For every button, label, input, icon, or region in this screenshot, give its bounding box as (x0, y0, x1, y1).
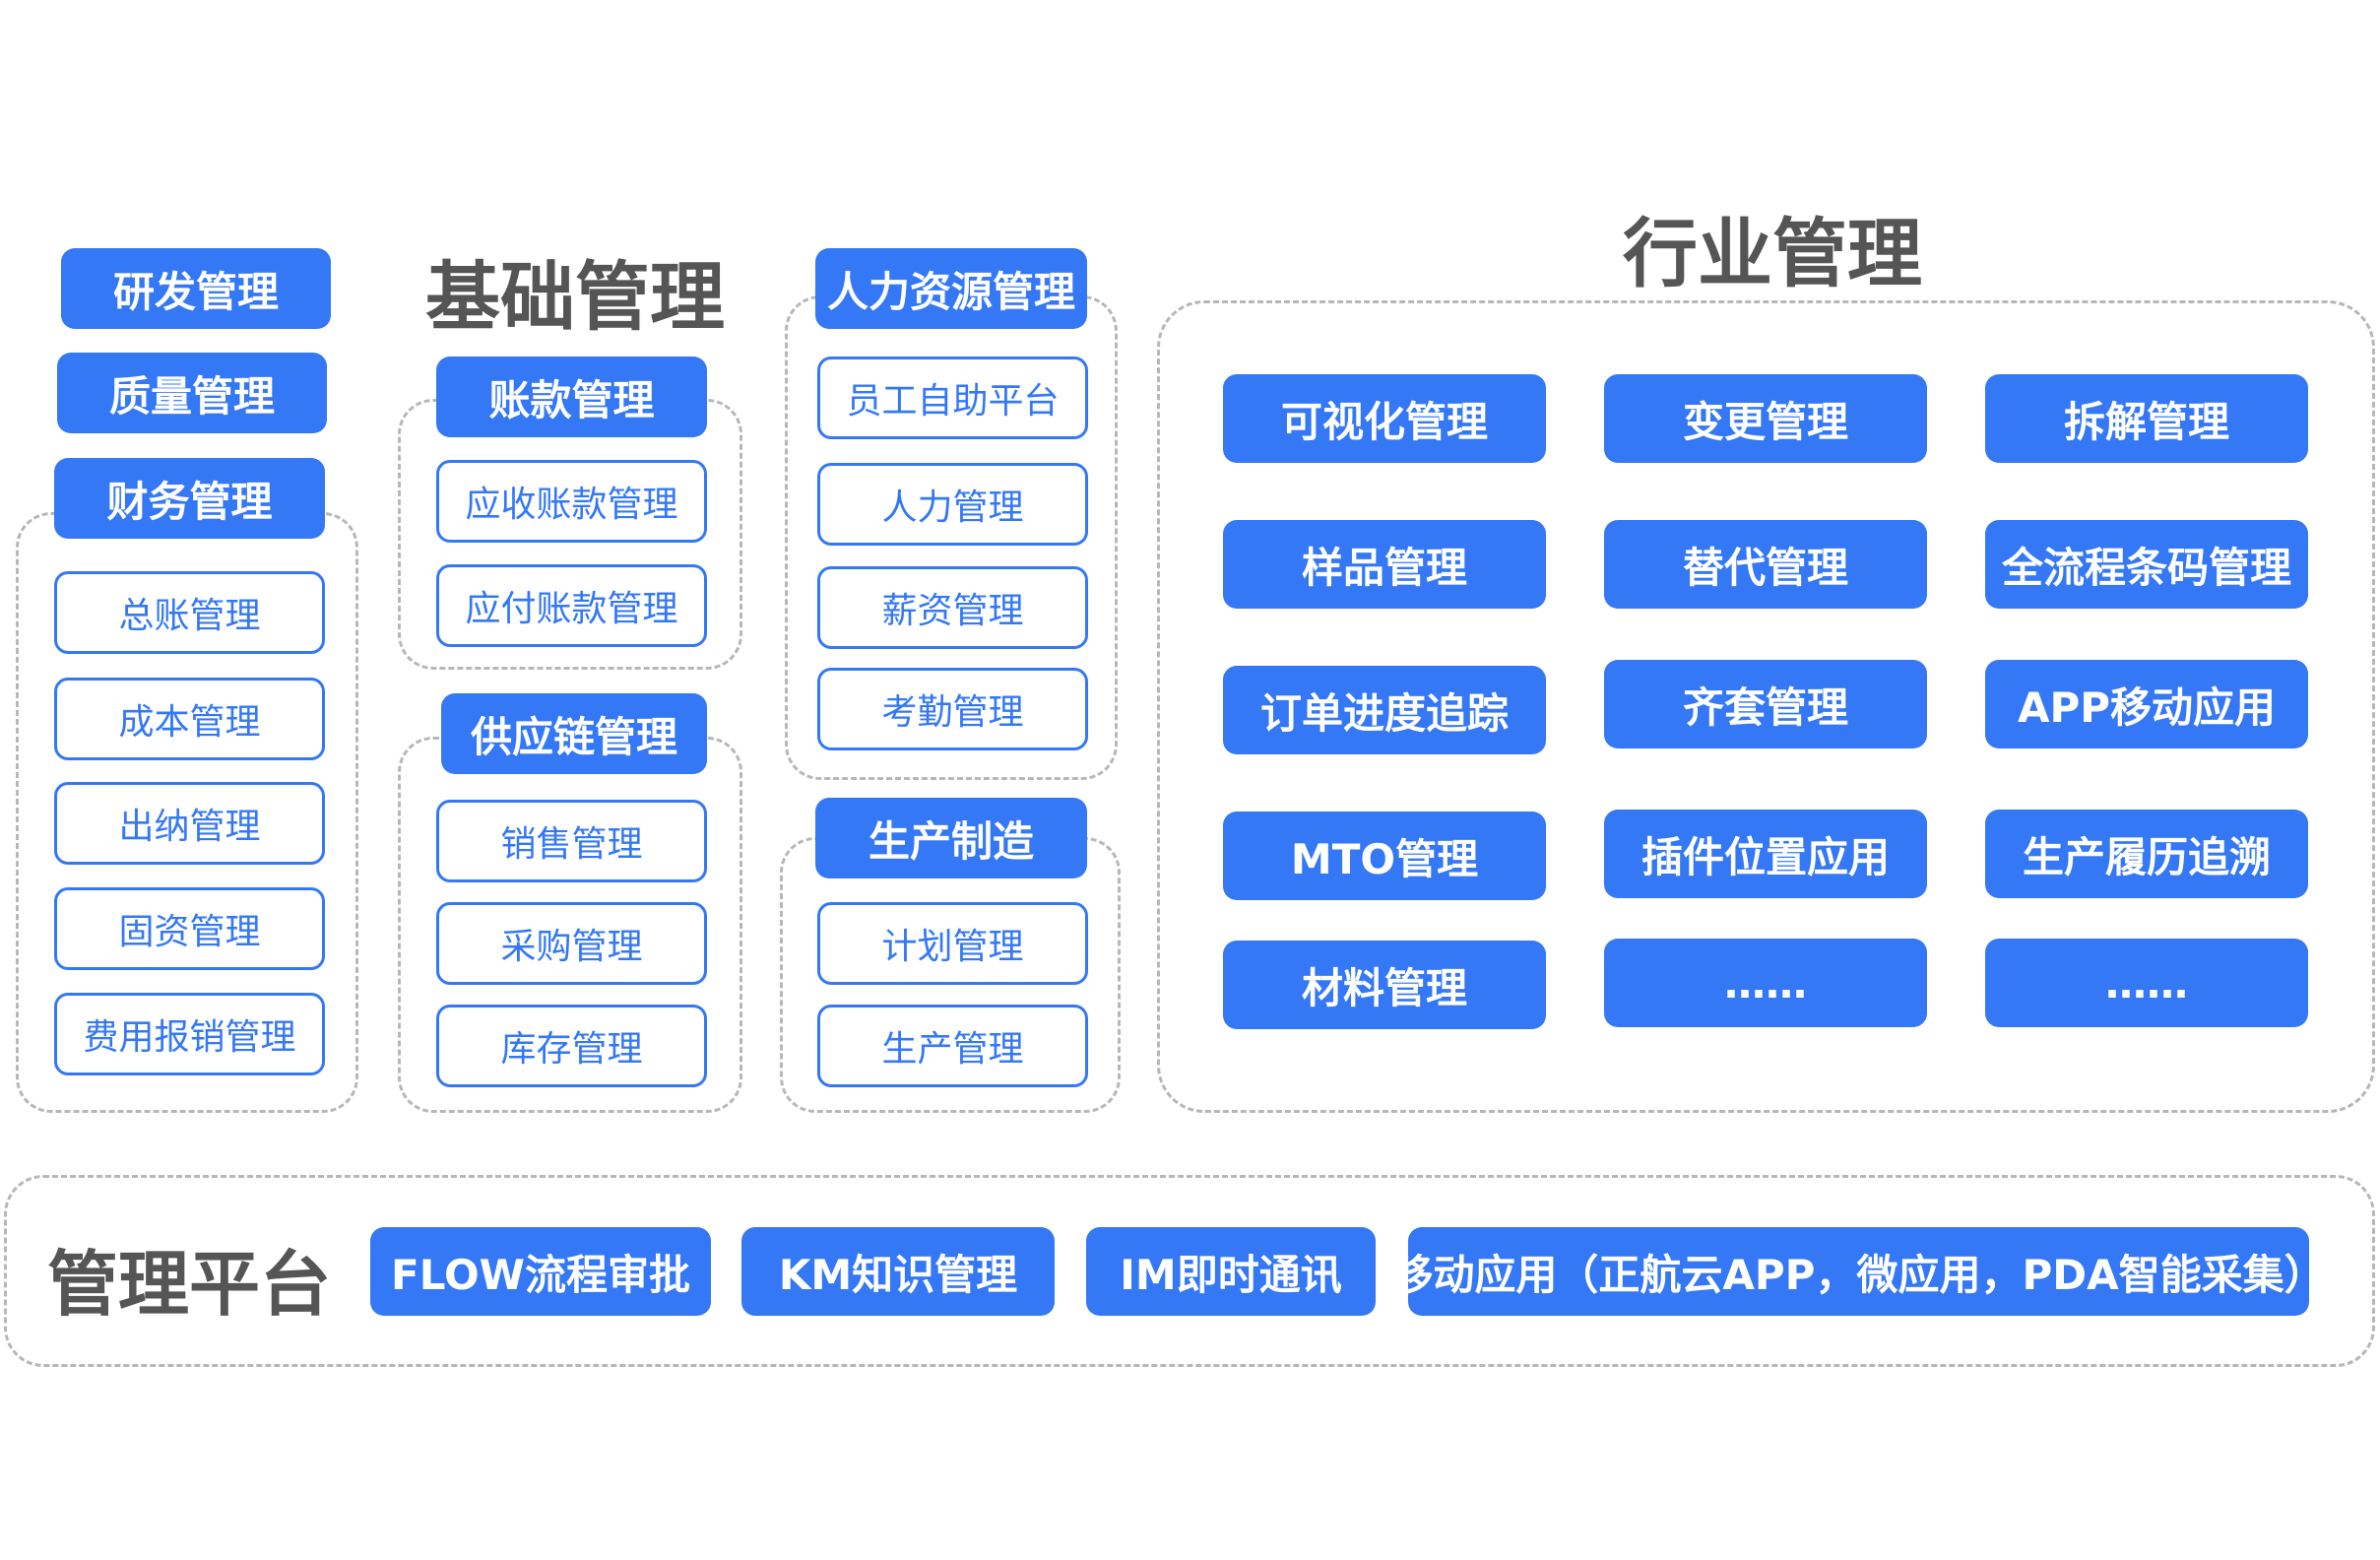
hr-management-button[interactable]: 人力资源管理 (815, 248, 1087, 329)
km-knowledge-button[interactable]: KM知识管理 (741, 1227, 1055, 1316)
quality-management-button[interactable]: 质量管理 (57, 353, 327, 433)
payables-button[interactable]: 应付账款管理 (436, 564, 707, 647)
purchase-management-button[interactable]: 采购管理 (436, 902, 707, 985)
flow-approval-button[interactable]: FLOW流程审批 (370, 1227, 711, 1316)
payroll-management-button[interactable]: 薪资管理 (817, 566, 1088, 649)
industry-item-order-tracking[interactable]: 订单进度追踪 (1223, 666, 1546, 754)
industry-item-barcode[interactable]: 全流程条码管理 (1985, 520, 2308, 609)
expense-reimbursement-button[interactable]: 费用报销管理 (54, 993, 325, 1075)
platform-group-frame (4, 1175, 2375, 1367)
personnel-management-button[interactable]: 人力管理 (817, 463, 1088, 546)
finance-management-button[interactable]: 财务管理 (54, 458, 325, 539)
industry-item-app-mobile[interactable]: APP移动应用 (1985, 660, 2308, 748)
industry-item-substitute[interactable]: 替代管理 (1604, 520, 1927, 609)
general-ledger-button[interactable]: 总账管理 (54, 571, 325, 654)
industry-item-kitting[interactable]: 齐套管理 (1604, 660, 1927, 748)
industry-management-heading: 行业管理 (1623, 210, 1922, 297)
industry-item-change[interactable]: 变更管理 (1604, 374, 1927, 463)
im-messaging-button[interactable]: IM即时通讯 (1086, 1227, 1376, 1316)
supply-chain-button[interactable]: 供应链管理 (441, 693, 707, 774)
accounts-management-button[interactable]: 账款管理 (436, 357, 707, 437)
planning-management-button[interactable]: 计划管理 (817, 902, 1088, 985)
industry-item-material[interactable]: 材料管理 (1223, 941, 1546, 1029)
industry-item-more-1[interactable]: …… (1604, 939, 1927, 1027)
inventory-management-button[interactable]: 库存管理 (436, 1005, 707, 1087)
attendance-management-button[interactable]: 考勤管理 (817, 668, 1088, 750)
industry-item-sample[interactable]: 样品管理 (1223, 520, 1546, 609)
industry-item-mto[interactable]: MTO管理 (1223, 812, 1546, 900)
mobile-apps-button[interactable]: 移动应用（正航云APP，微应用，PDA智能采集） (1391, 1227, 2326, 1316)
fixed-assets-button[interactable]: 固资管理 (54, 887, 325, 970)
employee-self-service-button[interactable]: 员工自助平台 (817, 357, 1088, 439)
basic-management-heading: 基础管理 (425, 253, 725, 341)
industry-item-visualization[interactable]: 可视化管理 (1223, 374, 1546, 463)
receivables-button[interactable]: 应收账款管理 (436, 460, 707, 543)
cashier-management-button[interactable]: 出纳管理 (54, 782, 325, 865)
sales-management-button[interactable]: 销售管理 (436, 800, 707, 882)
industry-item-plugin-position[interactable]: 插件位置应用 (1604, 810, 1927, 898)
industry-item-production-history[interactable]: 生产履历追溯 (1985, 810, 2308, 898)
rd-management-button[interactable]: 研发管理 (61, 248, 331, 329)
industry-group-frame (1157, 300, 2375, 1113)
manufacturing-button[interactable]: 生产制造 (815, 798, 1087, 878)
industry-item-disassembly[interactable]: 拆解管理 (1985, 374, 2308, 463)
industry-item-more-2[interactable]: …… (1985, 939, 2308, 1027)
platform-heading: 管理平台 (47, 1243, 332, 1326)
production-management-button[interactable]: 生产管理 (817, 1005, 1088, 1087)
cost-management-button[interactable]: 成本管理 (54, 678, 325, 760)
